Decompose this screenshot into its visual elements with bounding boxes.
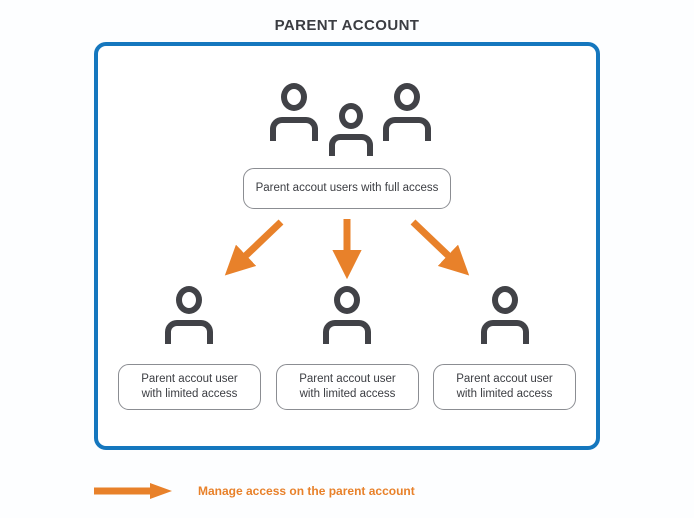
person-icon	[321, 286, 373, 344]
person-icon	[381, 83, 433, 141]
person-icon	[479, 286, 531, 344]
person-head-shape	[281, 83, 307, 111]
limited-access-label-line1: Parent accout user	[456, 373, 553, 385]
full-access-node: Parent accout users with full access	[243, 168, 451, 209]
legend: Manage access on the parent account	[94, 480, 415, 502]
limited-access-label-line2: with limited access	[456, 388, 553, 400]
limited-access-label-line2: with limited access	[141, 388, 238, 400]
arrow-right-icon	[94, 483, 172, 499]
person-body-shape	[383, 117, 431, 141]
person-body-shape	[323, 320, 371, 344]
person-icon	[268, 83, 320, 141]
limited-access-node: Parent accout user with limited access	[276, 364, 419, 410]
limited-access-label-line1: Parent accout user	[141, 373, 238, 385]
limited-access-node: Parent accout user with limited access	[118, 364, 261, 410]
person-icon	[327, 103, 375, 157]
person-body-shape	[481, 320, 529, 344]
people-group-icon	[268, 78, 438, 158]
limited-access-label-line2: with limited access	[299, 388, 396, 400]
person-body-shape	[165, 320, 213, 344]
limited-access-label-line1: Parent accout user	[299, 373, 396, 385]
person-body-shape	[329, 134, 373, 156]
person-head-shape	[334, 286, 360, 314]
person-icon	[163, 286, 215, 344]
person-head-shape	[394, 83, 420, 111]
full-access-label: Parent accout users with full access	[255, 182, 439, 194]
limited-access-node: Parent accout user with limited access	[433, 364, 576, 410]
person-body-shape	[270, 117, 318, 141]
person-head-shape	[176, 286, 202, 314]
legend-label: Manage access on the parent account	[198, 484, 415, 498]
person-head-shape	[492, 286, 518, 314]
page-title: PARENT ACCOUNT	[274, 17, 420, 34]
person-head-shape	[339, 103, 363, 129]
